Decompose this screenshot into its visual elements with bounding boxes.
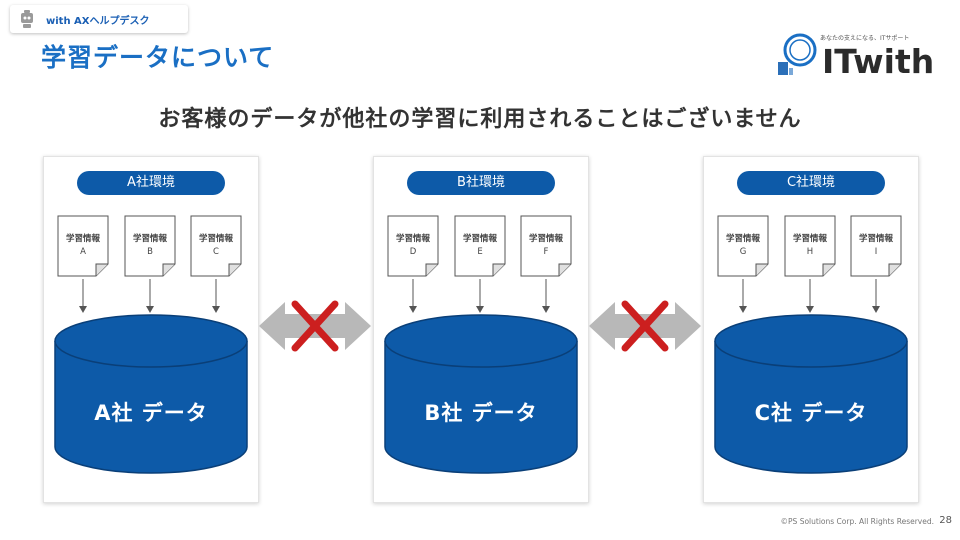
- document-title: 学習情報: [462, 234, 497, 244]
- down-arrow-icon: [542, 279, 550, 313]
- badge-label: with AXヘルプデスク: [46, 15, 150, 27]
- document-title: 学習情報: [132, 234, 167, 244]
- document-letter: I: [874, 247, 878, 257]
- environment-a-panel: A社環境 学習情報 A 学習情報 B 学習情報 C A社 データ: [43, 156, 259, 503]
- down-arrow-icon: [146, 279, 154, 313]
- robot-icon: [21, 10, 33, 28]
- document-title: 学習情報: [725, 234, 760, 244]
- down-arrow-icon: [409, 279, 417, 313]
- document-icon: 学習情報 D: [387, 215, 439, 277]
- page-title: 学習データについて: [41, 43, 275, 72]
- document-icon: 学習情報 G: [717, 215, 769, 277]
- document-letter: H: [806, 247, 814, 257]
- document-icon: 学習情報 A: [57, 215, 109, 277]
- environment-c-panel: C社環境 学習情報 G 学習情報 H 学習情報 I C社 データ: [703, 156, 919, 503]
- document-icon: 学習情報 C: [190, 215, 242, 277]
- document-title: 学習情報: [65, 234, 100, 244]
- down-arrow-icon: [739, 279, 747, 313]
- environment-c-label: C社環境: [737, 171, 885, 195]
- document-letter: C: [213, 247, 219, 257]
- logo-wordmark: ITwith: [822, 42, 935, 81]
- blocked-exchange-icon: [259, 300, 371, 352]
- logo-tagline: あなたの支えになる、ITサポート: [820, 35, 910, 42]
- document-icon: 学習情報 I: [850, 215, 902, 277]
- document-letter: A: [80, 247, 86, 257]
- page-number: 28: [939, 515, 952, 526]
- database-label: A社 データ: [94, 401, 208, 425]
- helpdesk-badge: with AXヘルプデスク: [10, 5, 188, 33]
- copyright-text: ©PS Solutions Corp. All Rights Reserved.: [780, 517, 934, 526]
- subtitle-message: お客様のデータが他社の学習に利用されることはございません: [158, 107, 802, 132]
- environment-b-panel: B社環境 学習情報 D 学習情報 E 学習情報 F B社 データ: [373, 156, 589, 503]
- down-arrow-icon: [872, 279, 880, 313]
- down-arrow-icon: [212, 279, 220, 313]
- document-title: 学習情報: [528, 234, 563, 244]
- company-logo: あなたの支えになる、ITサポート ITwith: [772, 30, 935, 81]
- database-label: B社 データ: [424, 401, 538, 425]
- document-icon: 学習情報 F: [520, 215, 572, 277]
- document-letter: E: [477, 247, 483, 257]
- database-label: C社 データ: [754, 401, 868, 425]
- down-arrow-icon: [806, 279, 814, 313]
- document-letter: D: [409, 247, 417, 257]
- document-title: 学習情報: [792, 234, 827, 244]
- environment-b-label: B社環境: [407, 171, 555, 195]
- blocked-exchange-icon: [589, 300, 701, 352]
- document-letter: B: [147, 247, 153, 257]
- document-title: 学習情報: [858, 234, 893, 244]
- document-title: 学習情報: [395, 234, 430, 244]
- database-cylinder: A社 データ: [53, 313, 249, 475]
- logo-ring-icon: [778, 33, 817, 75]
- document-letter: G: [739, 247, 747, 257]
- database-cylinder: B社 データ: [383, 313, 579, 475]
- down-arrow-icon: [79, 279, 87, 313]
- document-letter: F: [543, 247, 549, 257]
- document-title: 学習情報: [198, 234, 233, 244]
- document-icon: 学習情報 H: [784, 215, 836, 277]
- document-icon: 学習情報 E: [454, 215, 506, 277]
- document-icon: 学習情報 B: [124, 215, 176, 277]
- database-cylinder: C社 データ: [713, 313, 909, 475]
- down-arrow-icon: [476, 279, 484, 313]
- environment-a-label: A社環境: [77, 171, 225, 195]
